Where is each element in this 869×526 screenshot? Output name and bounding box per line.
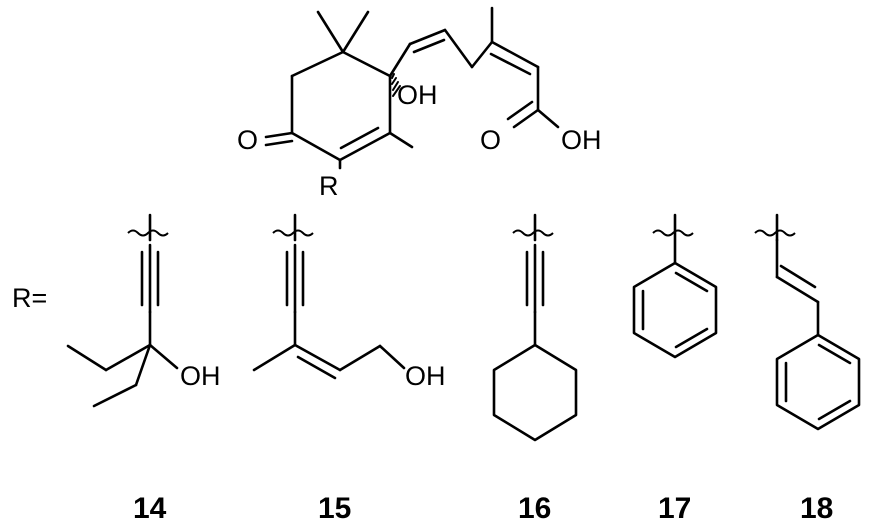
wavy-attachment	[272, 229, 314, 237]
chain-bond-4	[470, 40, 494, 69]
acid-co-bond-2	[506, 100, 534, 121]
ring-double-bond-inner	[339, 126, 380, 150]
oh-bond	[378, 344, 406, 370]
aromatic-inner-1	[817, 343, 852, 365]
ethyl1-bond-2	[66, 344, 108, 372]
phenyl-ring	[632, 261, 718, 359]
methyl-bond	[252, 343, 297, 372]
ring-bond-c6-c1	[290, 50, 345, 78]
methyl-bond-a	[316, 10, 345, 54]
ring-bond-c1-c2	[341, 50, 392, 78]
vinyl-double-bond-inner	[779, 264, 817, 289]
wavy-attachment	[512, 229, 554, 237]
acid-hydroxyl-label: OH	[561, 125, 602, 155]
r-group-label: R	[319, 171, 339, 201]
cyclohexyl-ring	[492, 343, 578, 442]
ketone-bond-2	[264, 139, 294, 147]
acid-co-bond-1	[512, 108, 540, 129]
ring-methyl-bond	[388, 131, 414, 149]
aromatic-inner-2	[674, 327, 709, 349]
hydroxyl-label: OH	[180, 361, 221, 391]
alkene-bond	[293, 343, 342, 372]
chain-bond-5	[490, 40, 540, 69]
abscisic-acid-scaffold: O R OH O OH	[237, 6, 602, 201]
hydroxyl-label: OH	[405, 361, 446, 391]
compound-number: 15	[318, 492, 351, 525]
compound-number: 18	[800, 492, 833, 525]
r-equals-label: R=	[12, 283, 47, 313]
compound-number: 16	[518, 492, 551, 525]
compound-number: 14	[133, 492, 167, 525]
substituent-17: 17	[632, 213, 718, 525]
alkene-double-bond	[296, 355, 337, 380]
chain-bond-1	[388, 42, 412, 78]
ketone-bond-1	[264, 131, 294, 139]
vinyl-double-bond	[775, 275, 820, 304]
substituent-15: OH 15	[252, 213, 446, 525]
aromatic-inner-1	[674, 271, 709, 293]
compound-number: 17	[658, 492, 691, 525]
chain-double-bond-2	[489, 52, 532, 76]
substituent-14: OH 14	[66, 213, 221, 525]
wavy-attachment	[754, 229, 796, 237]
ch2-bond	[338, 344, 382, 372]
oh-bond	[148, 343, 179, 370]
substituent-18: 18	[754, 213, 861, 525]
ethyl2-bond-1	[134, 343, 152, 387]
phenyl-ring	[775, 333, 861, 431]
ring-bond-c4-c5	[290, 131, 342, 162]
chain-bond-2	[408, 28, 447, 46]
acid-carbonyl-oxygen-label: O	[480, 125, 501, 155]
chain-bond-3	[443, 28, 474, 69]
substituent-16: 16	[492, 213, 578, 525]
ring-bond-c3-c4	[338, 131, 392, 162]
wavy-attachment	[652, 229, 694, 237]
methyl-bond-b	[341, 10, 370, 54]
wavy-attachment	[127, 229, 169, 237]
chain-double-bond-1	[412, 38, 446, 54]
ketone-oxygen-label: O	[237, 125, 258, 155]
acid-oh-bond	[536, 108, 560, 129]
ethyl2-bond-2	[92, 383, 138, 408]
hashed-wedge-oh	[391, 73, 401, 97]
ethyl1-bond-1	[104, 343, 152, 372]
aromatic-inner-2	[817, 399, 852, 421]
hydroxyl-label: OH	[397, 80, 438, 110]
